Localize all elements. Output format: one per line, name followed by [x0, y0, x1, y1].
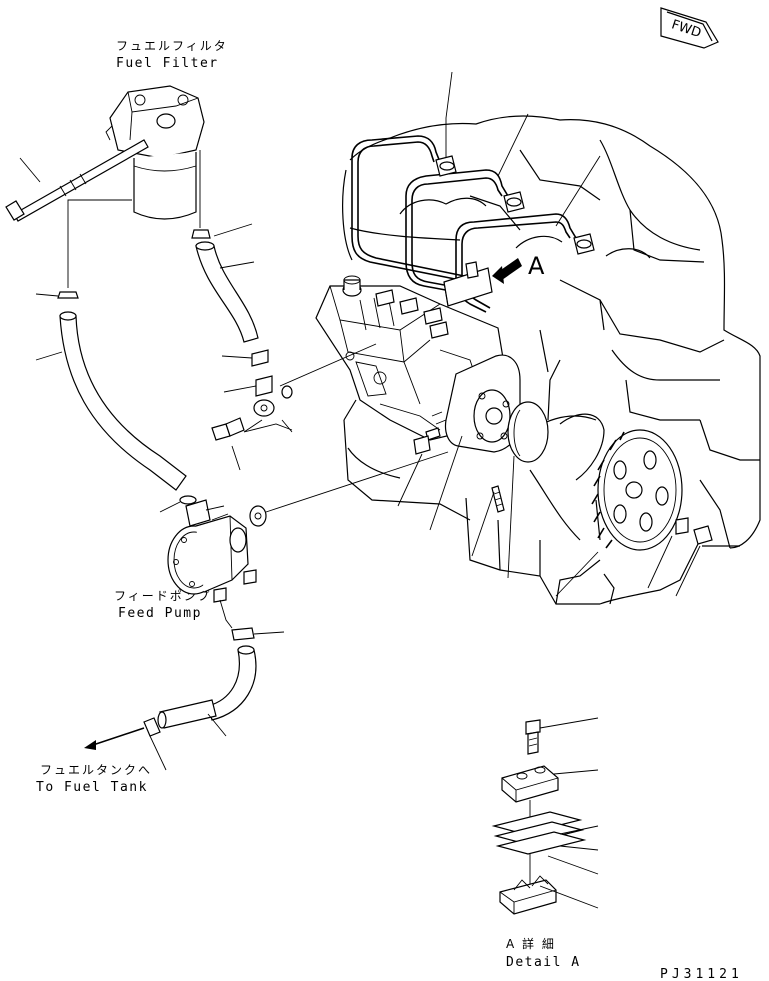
feed-pump: フィードポンプ Feed Pump: [114, 451, 449, 621]
fuel-filter-label-en: Fuel Filter: [116, 56, 219, 71]
filter-outlet-hose: [191, 150, 259, 343]
feed-pump-label-en: Feed Pump: [118, 606, 202, 621]
injection-pump: [315, 275, 549, 463]
fwd-arrow-icon: FWD: [660, 7, 719, 49]
supply-hose: フュエルタンクへ To Fuel Tank: [36, 599, 285, 795]
fuel-filter: フュエルフィルタ Fuel Filter: [105, 39, 228, 220]
to-tank-label-jp: フュエルタンクへ: [40, 763, 152, 777]
drawing-number: PJ31121: [660, 967, 743, 981]
fwd-tag: FWD: [669, 17, 702, 41]
banjo-fitting: [221, 349, 293, 433]
detail-label-en: Detail A: [506, 955, 581, 970]
engine-block: [342, 115, 761, 605]
stud-bolt: [397, 435, 515, 579]
hollow-bolt: [211, 417, 245, 471]
filter-bolt: [5, 139, 149, 222]
pipe-clamp: A: [443, 252, 545, 307]
detail-label-jp: A 詳 細: [506, 936, 556, 951]
detail-a: A 詳 細 Detail A: [491, 717, 599, 970]
view-marker-a: A: [528, 252, 545, 280]
to-tank-label-en: To Fuel Tank: [36, 780, 148, 795]
fuel-filter-label-jp: フュエルフィルタ: [116, 39, 228, 53]
timing-gear: [555, 429, 713, 597]
return-hose: [35, 311, 187, 491]
